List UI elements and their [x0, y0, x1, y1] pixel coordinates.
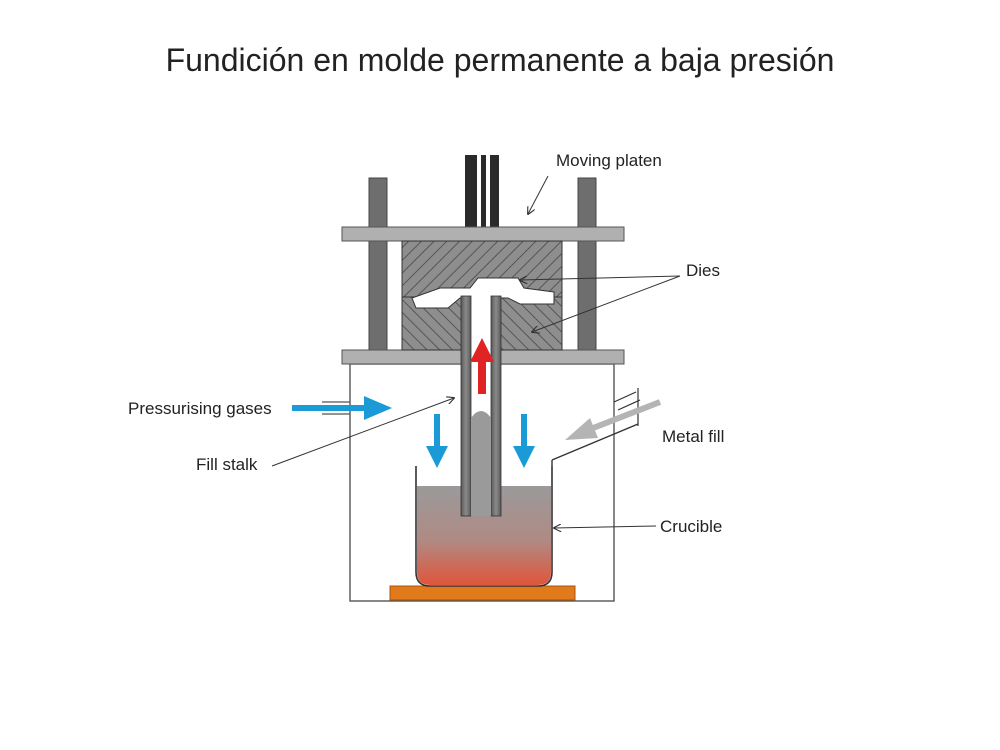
crucible — [415, 466, 553, 587]
metal-fill-chute — [551, 388, 641, 466]
fill-stalk-wall-right — [490, 295, 502, 517]
metal-fill-arrow — [565, 399, 662, 440]
gas-inlet-pipe — [322, 401, 350, 415]
leader-dies-lower — [532, 275, 681, 332]
rising-metal — [471, 411, 491, 516]
label-crucible: Crucible — [660, 517, 722, 536]
gas-pressure-arrow-right — [513, 414, 535, 468]
mould-cavity — [411, 277, 555, 309]
guide-rod-right — [577, 177, 597, 355]
heater-plate — [389, 585, 576, 601]
moving-platen — [341, 226, 625, 242]
leader-fill-stalk — [271, 398, 454, 467]
molten-metal — [417, 486, 551, 585]
ram-rod — [465, 155, 499, 227]
leader-moving-platen — [528, 175, 549, 214]
leader-crucible — [554, 526, 657, 528]
label-pressurising-gases: Pressurising gases — [128, 399, 272, 418]
leader-dies-upper — [520, 275, 681, 280]
guide-rod-left — [368, 177, 388, 355]
gas-pressure-arrow-left — [426, 414, 448, 468]
pressurising-gases-arrow — [292, 396, 392, 420]
slide-title: Fundición en molde permanente a baja pre… — [165, 42, 835, 78]
label-fill-stalk: Fill stalk — [196, 455, 258, 474]
label-dies: Dies — [686, 261, 720, 280]
label-moving-platen: Moving platen — [556, 151, 662, 170]
fill-stalk-wall-left — [460, 295, 472, 517]
label-metal-fill: Metal fill — [662, 427, 724, 446]
metal-rising-arrow — [470, 338, 494, 394]
